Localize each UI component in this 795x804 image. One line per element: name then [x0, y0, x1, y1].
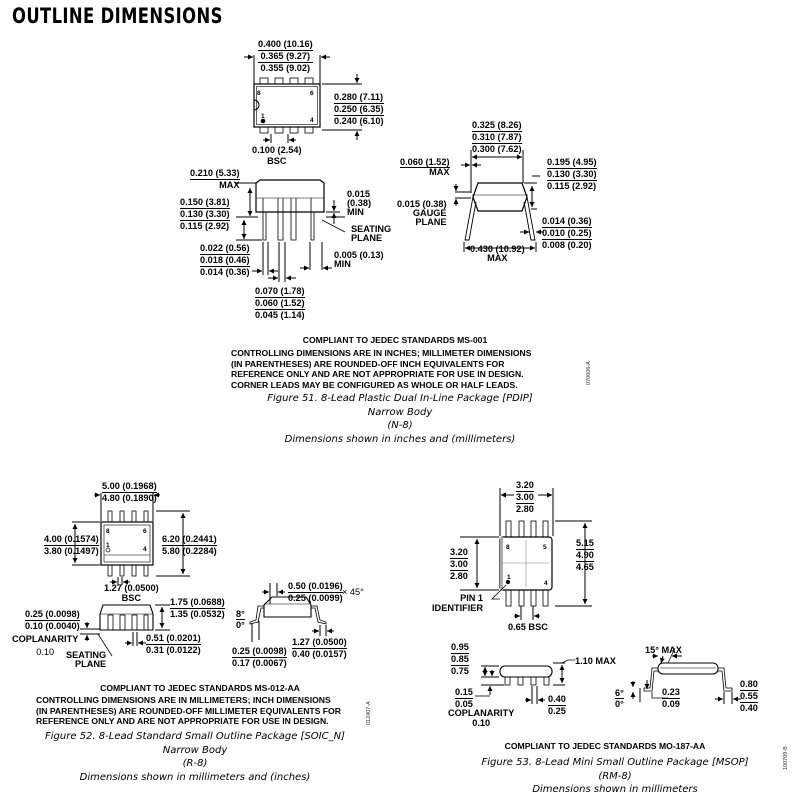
msop-body-dims-side: 0.95 0.85 0.75 — [451, 642, 469, 676]
pdip-shoulder-dims: 0.070 (1.78) 0.060 (1.52) 0.045 (1.14) — [255, 286, 305, 320]
pin-label-4: 4 — [143, 546, 147, 553]
pin-label-6: 6 — [310, 90, 314, 97]
pdip-end-view — [453, 150, 544, 252]
seating-plane-label: SEATING PLANE — [351, 224, 392, 243]
soic-coplanarity: COPLANARITY 0.10 — [12, 634, 79, 657]
pdip-height-dims: 0.280 (7.11) 0.250 (6.35) 0.240 (6.10) — [334, 92, 384, 126]
msop-side-view — [475, 659, 575, 704]
pin-label-1: 1 — [507, 574, 511, 581]
pdip-max-height: 0.210 (5.33) MAX — [190, 168, 240, 190]
page-title: OUTLINE DIMENSIONS — [12, 4, 223, 28]
pin-label-1: 1 — [261, 113, 265, 120]
msop-angle-max: 15° MAX — [645, 645, 682, 655]
soic-leads — [107, 510, 149, 577]
pin-label-4: 4 — [310, 117, 314, 124]
figure-52-caption: Figure 52. 8-Lead Standard Small Outline… — [45, 731, 345, 783]
msop-end-view — [630, 647, 741, 704]
pdip-standoff-dims: 0.015 (0.38) MIN — [347, 189, 372, 217]
msop-foot-dims: 0.80 0.55 0.40 — [740, 679, 758, 713]
pin1-dot — [260, 118, 266, 124]
soic-jedec-note: COMPLIANT TO JEDEC STANDARDS MS-012-AA — [100, 683, 300, 693]
soic-thickness-dims: 0.25 (0.0098) 0.17 (0.0067) — [232, 646, 287, 668]
figure-51-caption: Figure 51. 8-Lead Plastic Dual In-Line P… — [267, 393, 533, 445]
pdip-max-offset: 0.060 (1.52) MAX — [400, 157, 450, 177]
msop-body-dims: 3.20 3.00 2.80 — [450, 547, 468, 581]
pdip-lead-thickness-dims: 0.014 (0.36) 0.010 (0.25) 0.008 (0.20) — [542, 216, 592, 250]
pdip-pitch-dim: 0.100 (2.54) BSC — [252, 145, 302, 166]
pdip-side-leads — [262, 198, 315, 241]
msop-standoff-dims: 0.15 0.05 — [455, 687, 473, 709]
soic-height-dims: 1.75 (0.0688) 1.35 (0.0532) — [170, 597, 225, 619]
pdip-end-body — [472, 182, 528, 212]
pdip-max-width: 0.430 (10.92) MAX — [470, 244, 525, 263]
pdip-width-dims: 0.400 (10.16) 0.365 (9.27) 0.355 (9.02) — [258, 39, 313, 73]
soic-body-width-dims: 4.00 (0.1574) 3.80 (0.1497) — [44, 534, 99, 556]
msop-jedec-note: COMPLIANT TO JEDEC STANDARDS MO-187-AA — [504, 741, 706, 751]
pdip-lead-gap-dims: 0.005 (0.13) MIN — [334, 250, 384, 269]
soic-end-view — [249, 583, 334, 642]
seating-plane-label: SEATING PLANE — [66, 650, 107, 669]
soic-chamfer-dims: 0.50 (0.0196) 0.25 (0.0099) — [288, 581, 343, 603]
msop-angle-dims: 6° 0° — [615, 688, 624, 709]
soic-top-view — [72, 492, 190, 585]
msop-max-height: 1.10 MAX — [575, 656, 616, 666]
pdip-body — [253, 83, 321, 128]
pin-label-6: 6 — [143, 528, 147, 535]
pdip-side-body — [255, 179, 325, 213]
pdip-jedec-note: COMPLIANT TO JEDEC STANDARDS MS-001 — [302, 335, 488, 345]
msop-coplanarity: COPLANARITY 0.10 — [448, 708, 515, 728]
soic-drawing-code: 012407-A — [366, 701, 372, 725]
msop-top-view — [460, 488, 592, 620]
soic-controlling-notes: CONTROLLING DIMENSIONS ARE IN MILLIMETER… — [36, 695, 341, 726]
pin-label-8: 8 — [257, 90, 261, 97]
soic-total-width-dims: 6.20 (0.2441) 5.80 (0.2284) — [162, 534, 217, 556]
msop-thickness-dims: 0.23 0.09 — [662, 687, 680, 709]
pin-label-1: 1 — [106, 542, 110, 549]
msop-width-dims: 3.20 3.00 2.80 — [516, 480, 534, 514]
pdip-lead-width-dims: 0.022 (0.56) 0.018 (0.46) 0.014 (0.36) — [200, 243, 250, 277]
pin-label-8: 8 — [506, 544, 510, 551]
soic-width-dims: 5.00 (0.1968) 4.80 (0.1890) — [102, 481, 157, 503]
msop-lead-width-dims: 0.40 0.25 — [548, 694, 566, 716]
pdip-top-view — [244, 54, 362, 143]
pdip-notch — [253, 99, 260, 111]
gauge-plane-label: 0.015 (0.38) GAUGE PLANE — [397, 199, 447, 227]
figure-53-caption: Figure 53. 8-Lead Mini Small Outline Pac… — [481, 757, 749, 795]
pdip-controlling-notes: CONTROLLING DIMENSIONS ARE IN INCHES; MI… — [231, 348, 532, 390]
soic-body — [100, 521, 154, 566]
msop-leads — [505, 520, 549, 607]
pdip-top-leads — [259, 77, 314, 134]
pin-label-5: 5 — [543, 544, 547, 551]
soic-foot-dims: 1.27 (0.0500) 0.40 (0.0157) — [292, 637, 347, 659]
pdip-body-height-dims: 0.195 (4.95) 0.130 (3.30) 0.115 (2.92) — [547, 157, 597, 191]
soic-angle-dims: 8° 0° — [236, 609, 245, 630]
pin1-dot — [105, 547, 111, 553]
pin-label-4: 4 — [544, 580, 548, 587]
msop-total-dims: 5.15 4.90 4.65 — [576, 538, 594, 572]
soic-chamfer-angle: × 45° — [342, 587, 364, 597]
soic-side-view — [80, 604, 170, 657]
pdip-row-spacing-dims: 0.325 (8.26) 0.310 (7.87) 0.300 (7.62) — [472, 120, 522, 154]
pin1-dot — [505, 579, 511, 585]
pdip-drawing-code: 070606-A — [586, 361, 592, 385]
msop-side-body — [499, 665, 553, 678]
msop-pitch-dim: 0.65 BSC — [508, 622, 548, 632]
pdip-side-view — [235, 179, 346, 282]
pdip-lead-length-dims: 0.150 (3.81) 0.130 (3.30) 0.115 (2.92) — [180, 197, 230, 231]
soic-standoff-dims: 0.25 (0.0098) 0.10 (0.0040) — [25, 609, 80, 631]
soic-lead-width-dims: 0.51 (0.0201) 0.31 (0.0122) — [146, 633, 201, 655]
soic-pitch-dim: 1.27 (0.0500) BSC — [104, 583, 159, 603]
pin-label-8: 8 — [106, 528, 110, 535]
pin1-identifier-label: PIN 1 IDENTIFIER — [432, 593, 484, 613]
